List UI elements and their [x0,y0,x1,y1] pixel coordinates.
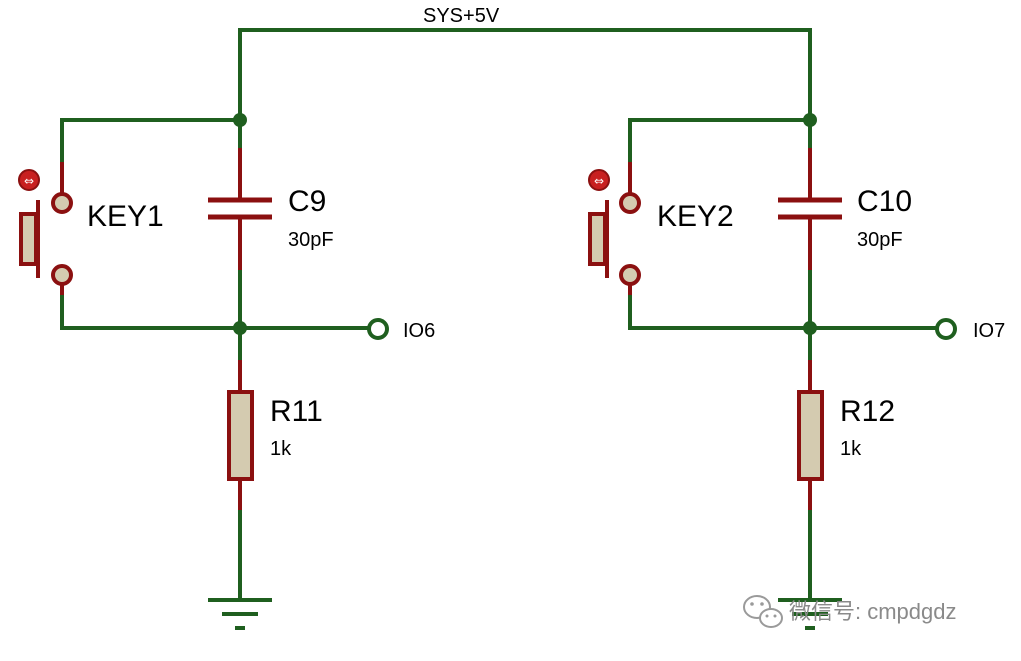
key2-actuator-icon[interactable] [588,169,610,191]
junction-dot [233,113,247,127]
junction-dot [803,321,817,335]
key2-bottom-wire [628,293,812,330]
key2-label: KEY2 [657,200,734,233]
c10-value: 30pF [857,229,903,251]
key1-contact-top [51,192,73,214]
svg-text:⇔: ⇔ [24,174,34,188]
io7-label: IO7 [973,320,1005,342]
ground-left-icon [208,598,272,630]
watermark: 微信号: cmpdgdz [743,595,957,628]
r11-value: 1k [270,438,292,460]
wechat-logo-icon [743,595,783,628]
io7-terminal[interactable] [935,318,957,340]
right-circuit: ⇔ KEY2 C10 30pF IO7 R12 1k [588,113,1005,630]
key1-bottom-wire [60,293,242,330]
c9-label: C9 [288,185,326,218]
r11-label: R11 [270,395,323,428]
svg-text:⇔: ⇔ [594,174,604,188]
r12-label: R12 [840,395,895,428]
key1-contact-bottom [51,264,73,286]
key1-button-body [19,212,38,266]
supply-rail-wire [238,28,812,122]
junction-dot [803,113,817,127]
r11-body [227,390,254,481]
key2-contact-top [619,192,641,214]
junction-dot [233,321,247,335]
watermark-text: 微信号: cmpdgdz [789,599,957,624]
key1-label: KEY1 [87,200,164,233]
supply-rail-label: SYS+5V [423,5,500,27]
key1-actuator-icon[interactable] [18,169,40,191]
c10-label: C10 [857,185,912,218]
left-circuit: ⇔ KEY1 C9 30pF IO6 R11 1k [18,113,435,630]
key1-top-wire [60,118,242,164]
key2-top-wire [628,118,812,164]
c9-value: 30pF [288,229,334,251]
r12-value: 1k [840,438,862,460]
io6-label: IO6 [403,320,435,342]
key2-contact-bottom [619,264,641,286]
ground-right-icon [778,598,842,630]
io6-terminal[interactable] [367,318,389,340]
key2-button-body [588,212,607,266]
r12-body [797,390,824,481]
